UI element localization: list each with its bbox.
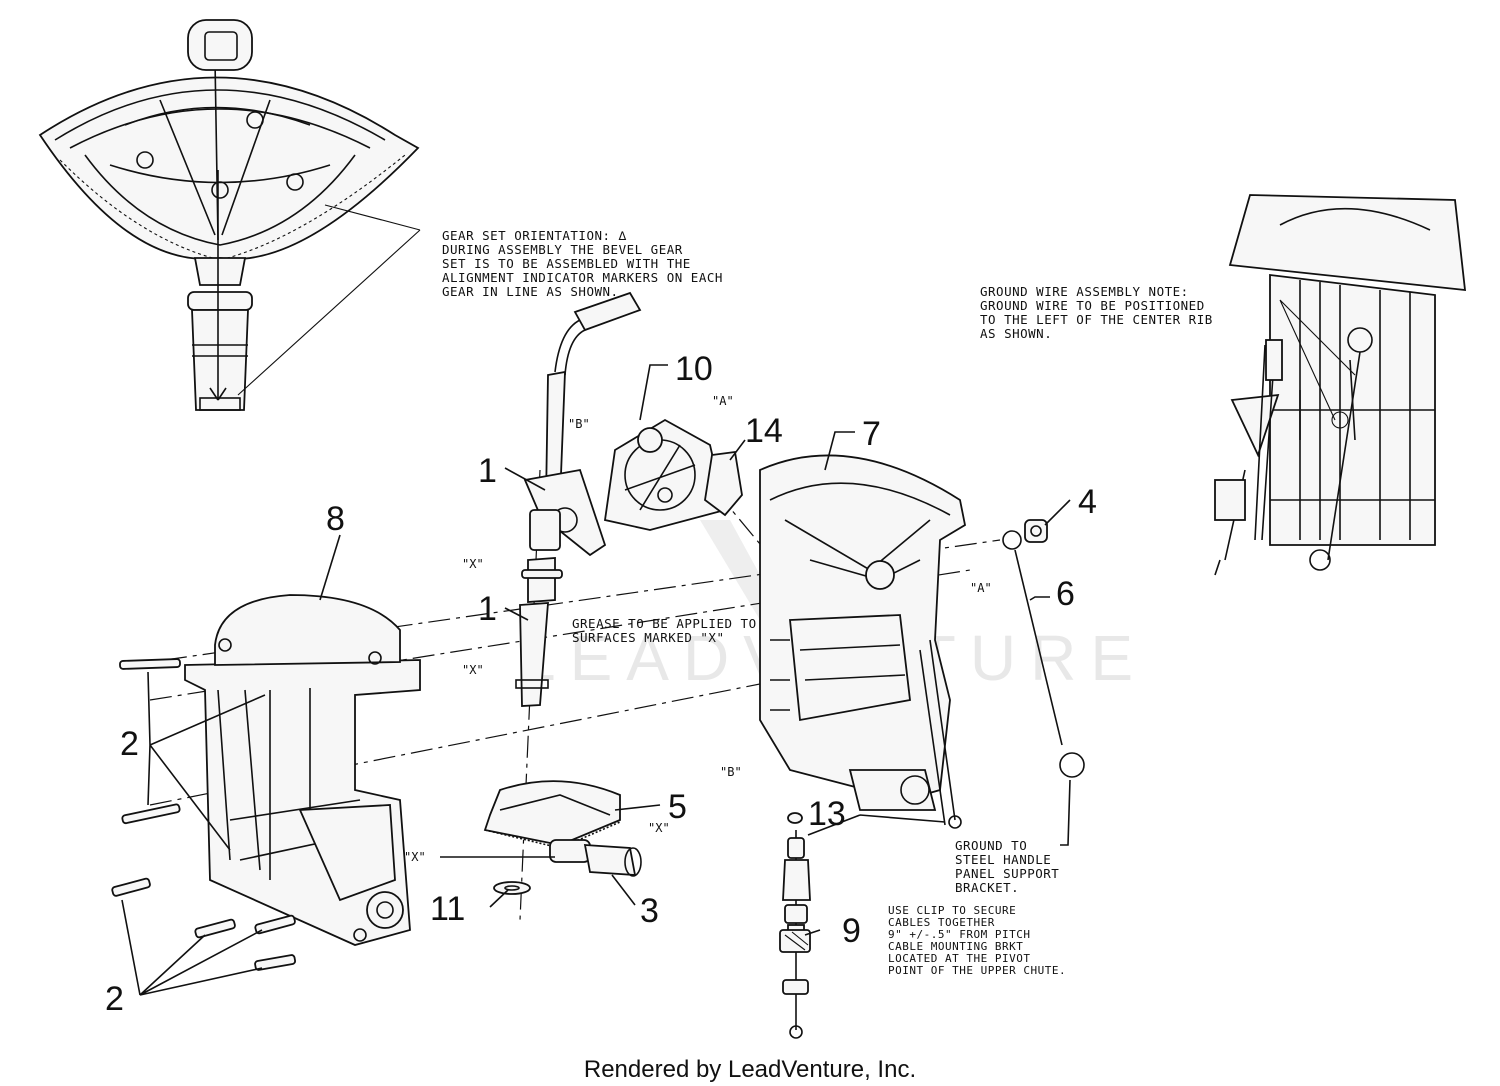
marker-x-2: "X" bbox=[462, 663, 484, 677]
svg-text:SURFACES MARKED "X": SURFACES MARKED "X" bbox=[572, 630, 725, 645]
marker-x-4: "X" bbox=[404, 850, 426, 864]
part-5-gear bbox=[483, 780, 621, 849]
svg-text:DURING ASSEMBLY THE BEVEL GEAR: DURING ASSEMBLY THE BEVEL GEAR bbox=[442, 242, 683, 257]
gear-note-leader bbox=[237, 204, 421, 396]
svg-text:ALIGNMENT INDICATOR MARKERS ON: ALIGNMENT INDICATOR MARKERS ON EACH bbox=[442, 270, 723, 285]
svg-text:GROUND WIRE TO BE POSITIONED: GROUND WIRE TO BE POSITIONED bbox=[980, 298, 1205, 313]
part-9-clip bbox=[779, 929, 811, 953]
svg-text:GEAR IN LINE AS SHOWN.: GEAR IN LINE AS SHOWN. bbox=[442, 284, 619, 299]
svg-text:GROUND TO: GROUND TO bbox=[955, 838, 1027, 853]
callout-8: 8 bbox=[326, 500, 345, 538]
svg-text:GREASE TO BE APPLIED TO: GREASE TO BE APPLIED TO bbox=[572, 616, 757, 631]
callout-11: 11 bbox=[430, 890, 465, 928]
ground-to-note: GROUND TO STEEL HANDLE PANEL SUPPORT BRA… bbox=[955, 838, 1059, 895]
callout-13: 13 bbox=[808, 795, 846, 833]
callout-numbers: 1 1 2 2 3 4 5 6 7 8 9 10 11 13 14 bbox=[105, 350, 1097, 1018]
callout-4: 4 bbox=[1078, 483, 1097, 521]
callout-1-upper: 1 bbox=[478, 452, 497, 490]
svg-text:STEEL HANDLE: STEEL HANDLE bbox=[955, 852, 1051, 867]
part-2-bolts bbox=[111, 658, 296, 971]
callout-9: 9 bbox=[842, 912, 861, 950]
part-1-shaft bbox=[515, 291, 642, 707]
marker-x-3: "X" bbox=[648, 821, 670, 835]
svg-text:GEAR SET ORIENTATION: ∆: GEAR SET ORIENTATION: ∆ bbox=[442, 228, 627, 243]
part-8-housing bbox=[184, 594, 421, 946]
marker-b-lower: "B" bbox=[720, 765, 742, 779]
callout-14: 14 bbox=[745, 412, 783, 450]
assembly-markers: "B" "A" "X" "X" "X" "X" "A" "B" bbox=[404, 394, 992, 864]
gear-set-note: GEAR SET ORIENTATION: ∆ DURING ASSEMBLY … bbox=[442, 228, 723, 299]
gear-detail bbox=[38, 19, 420, 411]
svg-text:LOCATED AT THE PIVOT: LOCATED AT THE PIVOT bbox=[888, 952, 1030, 965]
callout-2-upper: 2 bbox=[120, 725, 139, 763]
part-7-housing bbox=[759, 454, 967, 829]
marker-x-1: "X" bbox=[462, 557, 484, 571]
callout-5: 5 bbox=[668, 788, 687, 826]
callout-10: 10 bbox=[675, 350, 713, 388]
svg-text:9" +/-.5" FROM PITCH: 9" +/-.5" FROM PITCH bbox=[888, 928, 1030, 941]
marker-a-lower: "A" bbox=[970, 581, 992, 595]
svg-text:CABLE MOUNTING BRKT: CABLE MOUNTING BRKT bbox=[888, 940, 1023, 953]
part-4-nut bbox=[1024, 519, 1048, 543]
ground-wire-note-leader bbox=[1279, 299, 1356, 421]
part-13-cable bbox=[782, 812, 811, 1039]
ground-wire-detail bbox=[1214, 194, 1467, 576]
callout-1-lower: 1 bbox=[478, 590, 497, 628]
clip-note: USE CLIP TO SECURE CABLES TOGETHER 9" +/… bbox=[888, 904, 1066, 977]
svg-text:BRACKET.: BRACKET. bbox=[955, 880, 1019, 895]
callout-7: 7 bbox=[862, 415, 881, 453]
svg-text:SET IS TO BE ASSEMBLED WITH TH: SET IS TO BE ASSEMBLED WITH THE bbox=[442, 256, 691, 271]
svg-text:PANEL SUPPORT: PANEL SUPPORT bbox=[955, 866, 1059, 881]
callout-3: 3 bbox=[640, 892, 659, 930]
marker-a-upper: "A" bbox=[712, 394, 734, 408]
grease-note: GREASE TO BE APPLIED TO SURFACES MARKED … bbox=[572, 616, 757, 645]
svg-text:TO THE LEFT OF THE CENTER RIB: TO THE LEFT OF THE CENTER RIB bbox=[980, 312, 1213, 327]
callout-6: 6 bbox=[1056, 575, 1075, 613]
marker-b-upper: "B" bbox=[568, 417, 590, 431]
part-11-washer bbox=[493, 881, 531, 895]
svg-text:CABLES TOGETHER: CABLES TOGETHER bbox=[888, 916, 995, 929]
callout-2-lower: 2 bbox=[105, 980, 124, 1018]
callout-leaders bbox=[121, 364, 1071, 996]
part-6-ground-wire bbox=[1002, 530, 1085, 778]
ground-wire-note: GROUND WIRE ASSEMBLY NOTE: GROUND WIRE T… bbox=[980, 284, 1213, 341]
svg-text:POINT OF THE UPPER CHUTE.: POINT OF THE UPPER CHUTE. bbox=[888, 964, 1066, 977]
svg-text:USE CLIP TO SECURE: USE CLIP TO SECURE bbox=[888, 904, 1016, 917]
part-14-pawl bbox=[704, 450, 743, 517]
svg-text:AS SHOWN.: AS SHOWN. bbox=[980, 326, 1052, 341]
footer-credit: Rendered by LeadVenture, Inc. bbox=[584, 1056, 916, 1083]
svg-text:GROUND WIRE ASSEMBLY NOTE:: GROUND WIRE ASSEMBLY NOTE: bbox=[980, 284, 1189, 299]
part-3-pinion bbox=[549, 839, 642, 877]
part-10-bracket bbox=[603, 418, 727, 531]
